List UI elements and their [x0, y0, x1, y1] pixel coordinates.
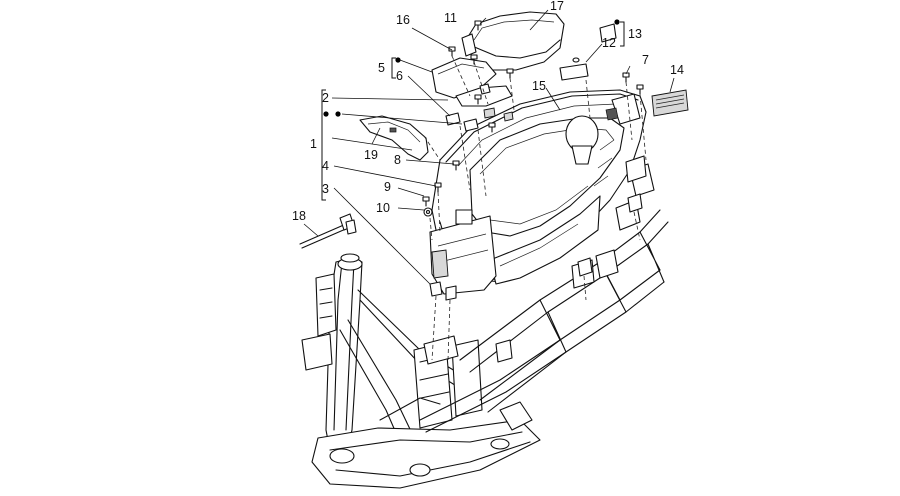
callout-13: 13 [628, 27, 642, 41]
assembly-lines [423, 55, 647, 361]
callout-18: 18 [292, 209, 306, 223]
callout-17: 17 [550, 0, 564, 13]
callout-16: 16 [396, 13, 410, 27]
part-19-trim [359, 115, 429, 161]
part-14-reflector [651, 89, 689, 117]
callout-12: 12 [602, 36, 616, 50]
callout-labels: 1 2 3 4 5 6 7 8 9 10 11 12 13 14 15 16 1… [292, 0, 684, 223]
callout-10: 10 [376, 201, 390, 215]
callout-15: 15 [532, 79, 546, 93]
callout-5: 5 [378, 61, 385, 75]
callout-brackets [321, 19, 625, 201]
part-5-box [431, 57, 513, 107]
callout-19: 19 [364, 148, 378, 162]
part-12-plate [559, 23, 617, 81]
callout-11: 11 [444, 11, 457, 25]
part-18-cable [299, 213, 357, 249]
callout-8: 8 [394, 153, 401, 167]
part-17-cover [461, 11, 565, 71]
screws [422, 20, 644, 217]
callout-2: 2 [322, 91, 329, 105]
helmet-compartment [429, 89, 647, 301]
callout-4: 4 [322, 159, 329, 173]
frame-chassis [301, 163, 669, 489]
callout-7: 7 [642, 53, 649, 67]
callout-1: 1 [310, 137, 317, 151]
callout-9: 9 [384, 180, 391, 194]
part-2-clips [445, 107, 514, 132]
callout-14: 14 [670, 63, 684, 77]
callout-6: 6 [396, 69, 403, 83]
leader-lines [303, 9, 675, 285]
callout-3: 3 [322, 182, 329, 196]
